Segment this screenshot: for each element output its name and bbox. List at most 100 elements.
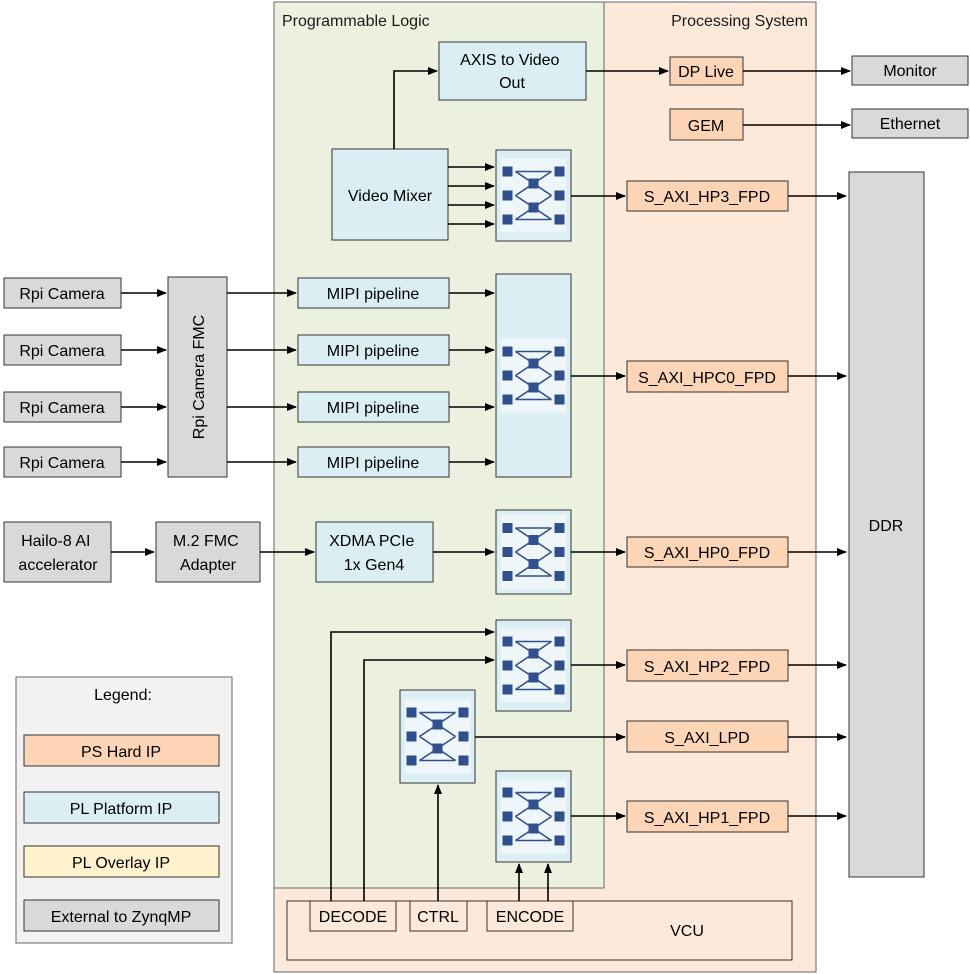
m2-fmc-line: Adapter: [180, 557, 237, 574]
connections: [111, 67, 851, 901]
arrow-decode-to-switch: [330, 628, 495, 901]
ddr-block: [848, 171, 925, 878]
crossbar-port: [502, 636, 513, 647]
vcu-label: VCU: [670, 923, 704, 940]
ddr-label: DDR: [869, 518, 904, 535]
rpi-camera-label: Rpi Camera: [19, 343, 104, 360]
crossbar-port: [528, 535, 539, 545]
rpi-camera-label: Rpi Camera: [19, 455, 104, 472]
crossbar-port: [458, 731, 469, 742]
encode-label: ENCODE: [496, 909, 564, 926]
axis-to-video-out-label: AXIS to Video Out: [460, 52, 564, 92]
mipi-pipeline-label: MIPI pipeline: [327, 400, 420, 417]
ctrl-label: CTRL: [417, 909, 459, 926]
crossbar-port: [502, 571, 513, 581]
interconnect-switch-3: [495, 509, 572, 595]
s-axi-hp1-fpd-block: [626, 800, 789, 833]
arrow-mixer-to-axis: [393, 67, 438, 149]
xdma-line: 1x Gen4: [344, 557, 405, 574]
legend-swatch-ps-hard-ip: [23, 734, 220, 767]
video-mixer-block: [331, 148, 449, 241]
crossbar-port: [554, 523, 565, 533]
rpi-camera-label: Rpi Camera: [19, 400, 104, 417]
legend-item-label: PS Hard IP: [81, 744, 161, 761]
crossbar-port: [458, 707, 469, 718]
xdma-line: XDMA PCIe: [329, 533, 414, 550]
legend-swatch-pl-overlay-ip: [23, 845, 220, 878]
crossbar-port: [528, 799, 539, 810]
rpi-camera-fmc-block: [167, 276, 228, 478]
mipi-pipeline-label: MIPI pipeline: [327, 343, 420, 360]
crossbar-port: [502, 660, 513, 671]
crossbar-port: [502, 787, 513, 798]
legend-swatch-pl-platform-ip: [23, 791, 220, 824]
ethernet-block: [851, 108, 969, 139]
crossbar-port: [432, 719, 443, 730]
legend-item-label: External to ZynqMP: [51, 909, 192, 926]
legend-item-label: PL Overlay IP: [72, 855, 170, 872]
crossbar-port: [554, 571, 565, 581]
crossbar-port: [502, 190, 513, 201]
crossbar-port: [528, 382, 539, 393]
m2-fmc-adapter-label: M.2 FMC Adapter: [173, 533, 243, 574]
decode-label: DECODE: [319, 909, 387, 926]
crossbar-port: [554, 636, 565, 647]
crossbar-port: [528, 648, 539, 659]
m2-fmc-adapter-block: [155, 521, 261, 583]
crossbar-port: [528, 672, 539, 683]
crossbar-port: [406, 731, 417, 742]
interconnect-switch-4: [495, 619, 572, 712]
crossbar-port: [502, 346, 513, 357]
crossbar-port: [554, 394, 565, 405]
crossbar-port: [502, 811, 513, 822]
xdma-pcie-block: [315, 521, 434, 583]
gem-label: GEM: [688, 118, 724, 135]
crossbar-port: [554, 346, 565, 357]
hailo-line: accelerator: [18, 557, 98, 574]
crossbar-port: [502, 166, 513, 177]
s-axi-hp0-fpd-block: [626, 536, 789, 568]
s-axi-hpc0-fpd-block: [626, 360, 789, 393]
ctrl-block: [409, 900, 468, 932]
ethernet-label: Ethernet: [880, 116, 941, 133]
crossbar-port: [554, 787, 565, 798]
m2-fmc-line: M.2 FMC: [173, 533, 239, 550]
legend-swatch-external: [23, 899, 220, 932]
xdma-pcie-label: XDMA PCIe 1x Gen4: [329, 533, 419, 574]
crossbar-port: [502, 214, 513, 225]
hailo-line: Hailo-8 AI: [21, 533, 90, 550]
crossbar-port: [406, 707, 417, 718]
crossbar-port: [554, 190, 565, 201]
s-axi-hp0-fpd-label: S_AXI_HP0_FPD: [644, 545, 770, 562]
s-axi-hp3-fpd-block: [626, 180, 789, 212]
crossbar-port: [502, 394, 513, 405]
arrow-decode-to-switch: [363, 656, 495, 901]
rpi-camera-block: [3, 446, 122, 478]
crossbar-port: [528, 202, 539, 213]
crossbar-port: [528, 358, 539, 369]
rpi-camera-block: [3, 277, 122, 309]
pl-region-title: Programmable Logic: [282, 13, 430, 30]
crossbar-port: [502, 370, 513, 381]
crossbar-port: [554, 547, 565, 557]
dp-live-block: [669, 56, 744, 86]
rpi-camera-block: [3, 391, 122, 423]
crossbar-port: [528, 178, 539, 189]
s-axi-hp1-fpd-label: S_AXI_HP1_FPD: [644, 810, 770, 827]
crossbar-port: [554, 660, 565, 671]
monitor-label: Monitor: [883, 63, 937, 80]
crossbar-port: [554, 684, 565, 695]
crossbar-port: [458, 755, 469, 766]
s-axi-lpd-label: S_AXI_LPD: [664, 730, 749, 747]
crossbar-port: [502, 523, 513, 533]
crossbar-port: [432, 743, 443, 754]
video-mixer-label: Video Mixer: [348, 188, 433, 205]
interconnect-switch-5: [399, 689, 476, 784]
mipi-pipeline-block: [297, 277, 450, 309]
gem-block: [669, 108, 744, 141]
crossbar-port: [554, 214, 565, 225]
axis-to-video-out-block: [438, 41, 587, 101]
crossbar-port: [554, 811, 565, 822]
interconnect-switch-6: [495, 770, 572, 863]
mipi-pipeline-label: MIPI pipeline: [327, 286, 420, 303]
